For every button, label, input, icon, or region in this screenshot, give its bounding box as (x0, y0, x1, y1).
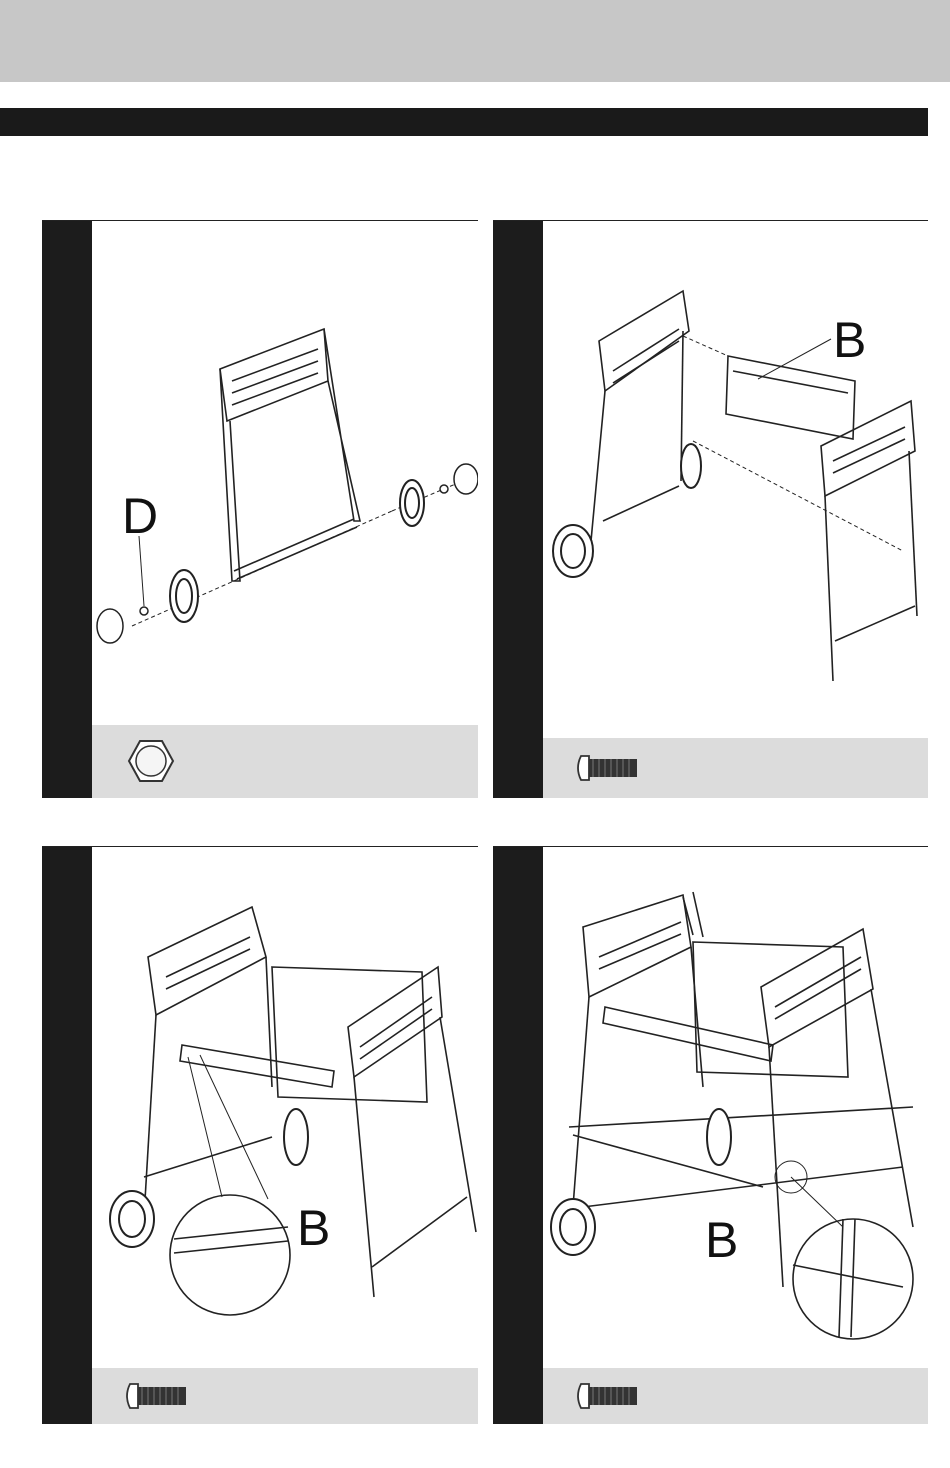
step-1-illustration: D (92, 221, 478, 726)
assembly-step-1: D (42, 220, 478, 798)
step-3-illustration: B (92, 847, 478, 1367)
assembly-step-2: B (493, 220, 928, 798)
step-number-column (42, 847, 92, 1424)
section-title-bar (0, 108, 928, 136)
assembly-step-3: B (42, 846, 478, 1424)
step-4-illustration: B (543, 847, 928, 1367)
bolt-icon (578, 1384, 637, 1408)
bolt-icon (127, 1384, 186, 1408)
callout-letter: B (833, 312, 866, 368)
step-number-column (42, 221, 92, 798)
callout-letter: B (705, 1212, 738, 1268)
step-2-illustration: B (543, 221, 928, 739)
bolt-icon (578, 756, 637, 780)
callout-letter: B (297, 1200, 330, 1256)
hardware-strip (543, 738, 928, 798)
hardware-strip (92, 1368, 478, 1424)
hex-nut-icon (129, 741, 173, 781)
wheel-right (400, 480, 424, 526)
hardware-strip (92, 725, 478, 798)
assembly-step-4: B (493, 846, 928, 1424)
wheel-left (170, 570, 198, 622)
step-number-column (493, 847, 543, 1424)
page-header-band (0, 0, 950, 82)
hardware-strip (543, 1368, 928, 1424)
step-number-column (493, 221, 543, 798)
callout-letter: D (122, 488, 158, 544)
